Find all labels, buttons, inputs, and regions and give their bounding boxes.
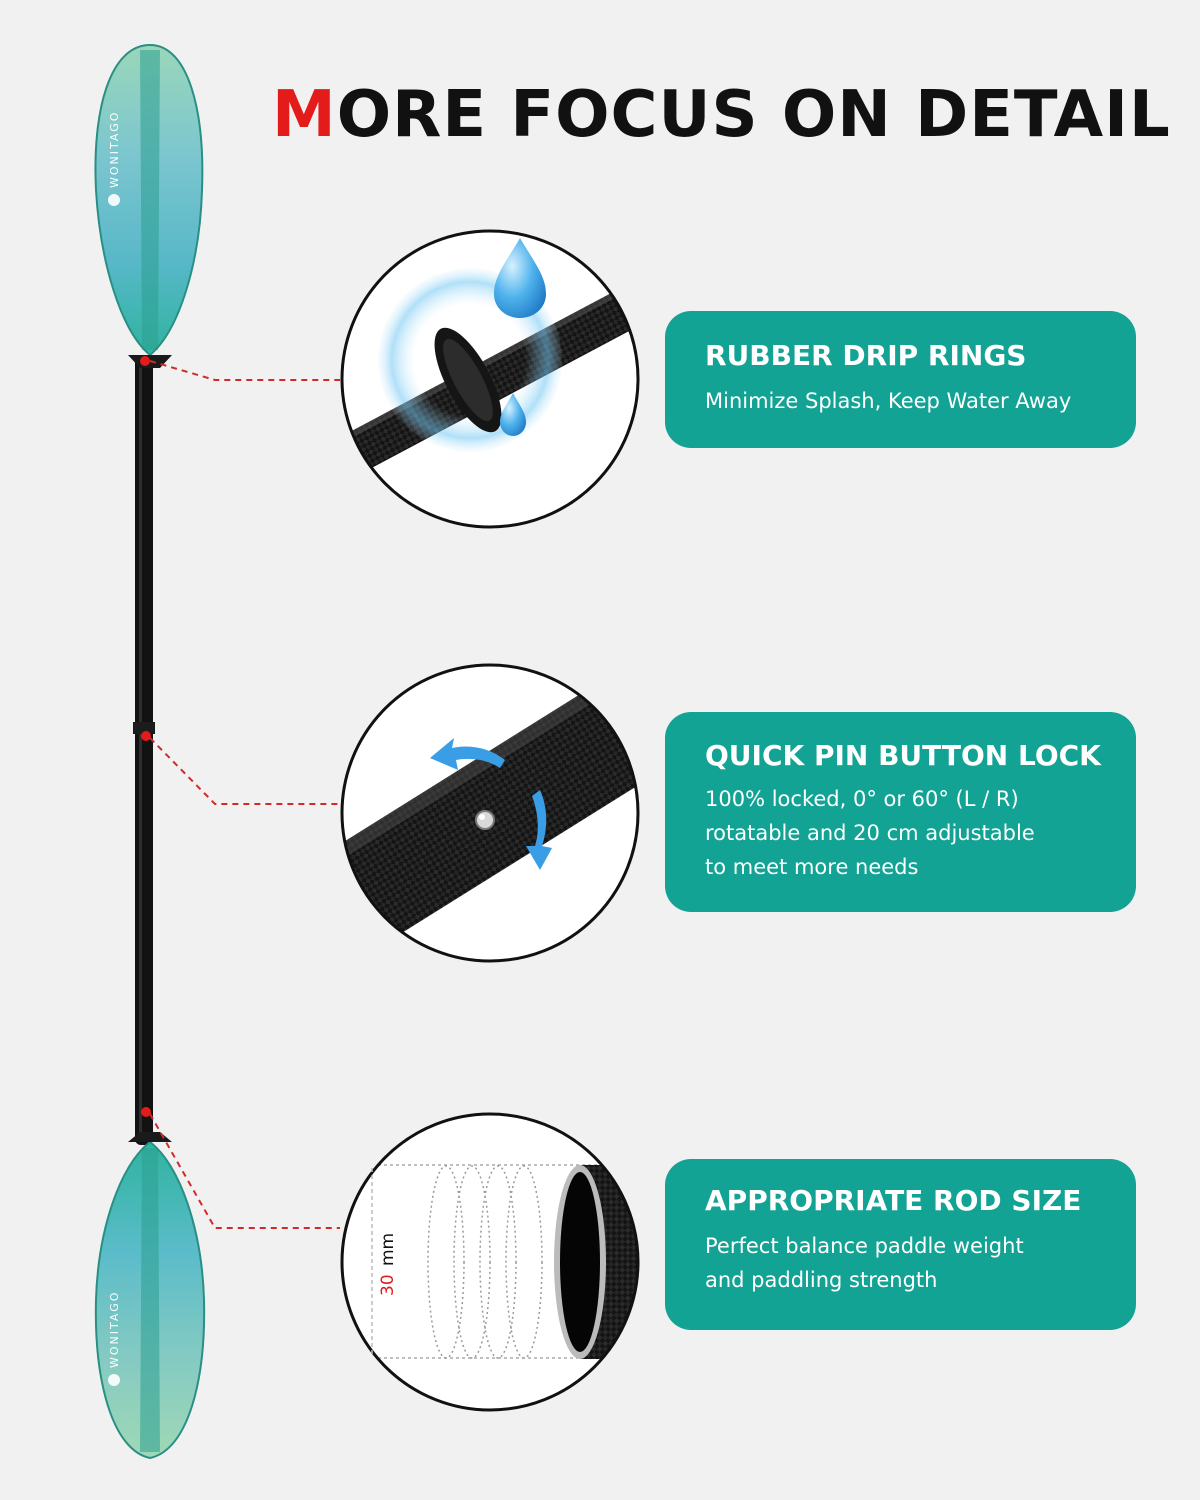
brand-logo-bottom: WONITAGO <box>108 1291 121 1386</box>
feature-title: APPROPRIATE ROD SIZE <box>705 1184 1082 1217</box>
title-text: ORE FOCUS ON DETAIL <box>336 78 1171 152</box>
detail-rod-size: 30 mm <box>340 1112 640 1412</box>
feature-card-drip-rings: RUBBER DRIP RINGS Minimize Splash, Keep … <box>665 311 1136 448</box>
brand-name-bottom: WONITAGO <box>108 1291 121 1368</box>
feature-description: and paddling strength <box>705 1268 938 1292</box>
water-drop-icon <box>500 393 526 436</box>
paddle-blade-bottom <box>94 1140 206 1460</box>
rotate-arrow-icon <box>430 738 552 870</box>
drip-ring-bottom <box>128 1132 172 1142</box>
shaft-joint <box>133 722 155 734</box>
feature-description: rotatable and 20 cm adjustable <box>705 821 1035 845</box>
connector-line <box>149 737 340 805</box>
pin-button <box>475 810 495 830</box>
brand-name-top: WONITAGO <box>108 111 121 188</box>
title-accent-letter: M <box>272 78 337 152</box>
feature-description: to meet more needs <box>705 855 919 879</box>
feature-title: RUBBER DRIP RINGS <box>705 339 1027 372</box>
rod-size-unit: mm <box>378 1233 398 1266</box>
paddle-shaft <box>135 355 153 1145</box>
feature-card-rod-size: APPROPRIATE ROD SIZE Perfect balance pad… <box>665 1159 1136 1330</box>
feature-card-pin-lock: QUICK PIN BUTTON LOCK 100% locked, 0° or… <box>665 712 1136 912</box>
marker-dot <box>141 1107 151 1117</box>
brand-logo-top: WONITAGO <box>108 111 121 206</box>
page-title: MORE FOCUS ON DETAIL <box>272 78 1171 152</box>
connector-line <box>149 1113 340 1229</box>
feature-description: Perfect balance paddle weight <box>705 1234 1024 1258</box>
feature-description: Minimize Splash, Keep Water Away <box>705 389 1072 413</box>
water-drop-icon <box>494 238 546 318</box>
detail-drip-ring <box>340 229 640 529</box>
marker-dot <box>141 731 151 741</box>
feature-title: QUICK PIN BUTTON LOCK <box>705 739 1101 772</box>
marker-dot <box>140 356 150 366</box>
feature-description: 100% locked, 0° or 60° (L / R) <box>705 787 1019 811</box>
detail-pin-lock <box>340 663 640 963</box>
connector-line <box>149 360 340 381</box>
rod-size-value: 30 <box>378 1274 398 1296</box>
